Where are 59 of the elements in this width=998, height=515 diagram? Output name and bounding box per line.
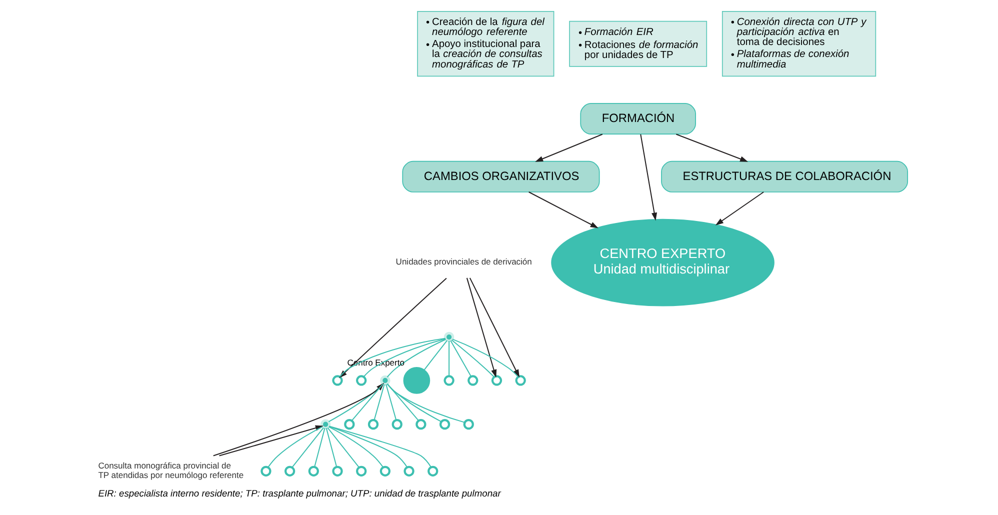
node-text: Unidades provinciales de derivación: [395, 256, 532, 267]
node-box: • Conexión directa con UTP y participación activa en toma de decisiones • Plataformas de conexión multimedia: [721, 11, 876, 77]
arrow: [676, 134, 748, 162]
connector: [328, 426, 431, 468]
connector: [339, 338, 445, 377]
connector: [314, 428, 325, 467]
node-circle: [415, 419, 426, 430]
node-circle: [260, 466, 271, 476]
arrow: [466, 278, 496, 378]
node-circle: [438, 419, 450, 430]
node-circle: [308, 466, 318, 476]
node-circle: [320, 419, 330, 430]
node-circle: [403, 466, 414, 476]
node-circle: [367, 419, 378, 430]
arrow: [640, 134, 657, 221]
connector: [386, 384, 464, 423]
arrow: [714, 192, 764, 226]
connector: [450, 340, 494, 378]
node-circle: [356, 375, 366, 386]
node-text: Consulta monográfica provincial de TP atendidas por neumólogo referente: [98, 460, 244, 480]
connector: [328, 426, 383, 468]
connector: [452, 338, 518, 378]
node-circle: [462, 419, 474, 430]
node-box: • Creación de la figura del neumólogo referente • Apoyo institucional para la creación de consultas monográficas de TP: [416, 11, 554, 77]
node-circle: [443, 375, 454, 386]
node-circle: [332, 375, 342, 386]
connector: [328, 426, 408, 468]
node-circle: [514, 375, 526, 386]
node-circle: [344, 419, 354, 430]
arrow: [468, 278, 520, 378]
connector: [325, 428, 337, 467]
connector: [386, 338, 446, 378]
node-circle: [490, 375, 502, 386]
caption: EIR: especialista interno residente; TP: trasplante pulmonar; UTP: unidad de trasplante pulmonar: [98, 488, 500, 499]
connector: [450, 340, 471, 377]
node-circle: [467, 375, 478, 386]
connector: [326, 428, 359, 468]
node-circle: [379, 466, 390, 476]
node-circle: [284, 466, 295, 476]
arrow: [534, 134, 602, 162]
connector: [291, 428, 324, 468]
node-circle: [402, 367, 430, 394]
node-box: FORMACIÓN: [580, 103, 696, 135]
connector: [386, 384, 418, 421]
node-circle: [356, 466, 366, 476]
node-circle: [380, 375, 390, 386]
connector: [448, 340, 450, 376]
connector: [386, 383, 442, 422]
connector: [423, 340, 448, 371]
node-circle: [332, 466, 342, 476]
node-box: CAMBIOS ORGANIZATIVOS: [402, 160, 600, 192]
node-circle: [391, 419, 402, 430]
arrow: [528, 192, 598, 228]
connector: [385, 384, 396, 420]
node-circle: [427, 466, 438, 476]
connector: [373, 384, 384, 420]
node-circle: [443, 332, 454, 342]
node-box: ESTRUCTURAS DE COLABORACIÓN: [660, 160, 908, 192]
node-box: • Formación EIR • Rotaciones de formación por unidades de TP: [568, 20, 707, 67]
